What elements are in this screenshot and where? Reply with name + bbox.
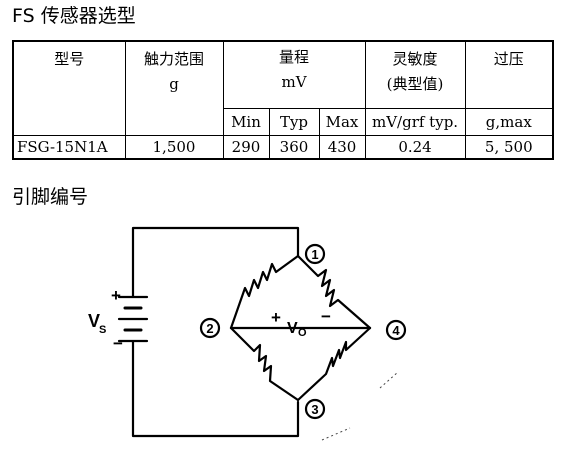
supply-plus: + bbox=[111, 286, 121, 305]
table-row: FSG-15N1A 1,500 290 360 430 0.24 5, 500 bbox=[12, 134, 554, 160]
bridge-arm-top-right bbox=[296, 254, 372, 330]
supply-wire bbox=[131, 226, 300, 438]
header-overpressure-unit: g,max bbox=[464, 107, 554, 136]
cell-overpressure: 5, 500 bbox=[464, 134, 554, 160]
cell-min: 290 bbox=[222, 134, 270, 160]
pin-1-circle bbox=[304, 243, 326, 265]
header-force-range: 触力范围 g bbox=[124, 40, 224, 136]
pin-4-label: 4 bbox=[392, 323, 400, 338]
supply-label-sub: S bbox=[99, 324, 106, 336]
bridge-arm-top-left bbox=[229, 254, 300, 330]
sensor-spec-table: 型号 触力范围 g 量程 mV 灵敏度 (典型值) 过压 Min Typ Max… bbox=[12, 40, 555, 160]
output-minus: − bbox=[321, 307, 331, 326]
pin-4-circle bbox=[385, 319, 407, 341]
bridge-arm-bottom-right bbox=[296, 326, 372, 402]
supply-minus: − bbox=[113, 334, 123, 353]
cell-force-range: 1,500 bbox=[124, 134, 224, 160]
output-label-sub: O bbox=[298, 327, 307, 339]
page-title: FS 传感器选型 bbox=[12, 5, 136, 27]
pin-2-label: 2 bbox=[206, 321, 213, 336]
cell-model: FSG-15N1A bbox=[12, 134, 126, 160]
header-span: 量程 mV bbox=[222, 40, 366, 109]
pin-title: 引脚编号 bbox=[12, 186, 89, 208]
supply-label: V bbox=[88, 311, 100, 331]
header-typ: Typ bbox=[268, 107, 320, 136]
scan-mark-1 bbox=[379, 371, 399, 389]
header-overpressure: 过压 bbox=[464, 40, 554, 109]
pin-1-label: 1 bbox=[311, 247, 318, 262]
output-plus: + bbox=[271, 308, 281, 327]
scan-mark-2 bbox=[321, 427, 351, 441]
bridge-arm-bottom-left bbox=[229, 326, 300, 402]
pin-2-circle bbox=[199, 317, 221, 339]
cell-typ: 360 bbox=[268, 134, 320, 160]
pin-3-label: 3 bbox=[311, 402, 318, 417]
pin-3-circle bbox=[304, 398, 326, 420]
cell-sensitivity: 0.24 bbox=[364, 134, 466, 160]
cell-max: 430 bbox=[318, 134, 366, 160]
header-min: Min bbox=[222, 107, 270, 136]
header-sensitivity-unit: mV/grf typ. bbox=[364, 107, 466, 136]
output-label: V bbox=[287, 320, 298, 337]
header-model: 型号 bbox=[12, 40, 126, 136]
header-sensitivity: 灵敏度 (典型值) bbox=[364, 40, 466, 109]
